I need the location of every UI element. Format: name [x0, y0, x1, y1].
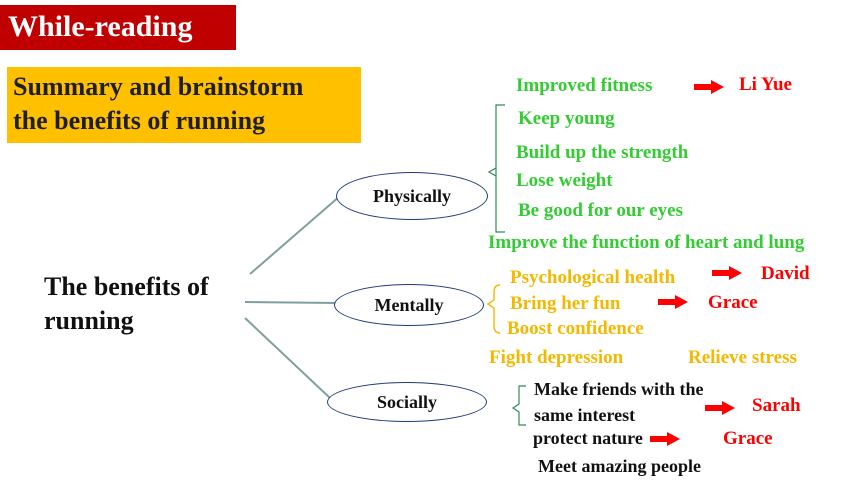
benefit-protect-nature: protect nature	[533, 428, 643, 448]
bracket-physical-tip	[487, 167, 497, 177]
header-title: While-reading	[8, 10, 193, 43]
connector-physically	[249, 195, 341, 275]
person-grace-fun: Grace	[708, 292, 758, 313]
benefit-good-eyes: Be good for our eyes	[518, 200, 684, 221]
summary-box: Summary and brainstorm the benefits of r…	[7, 67, 361, 143]
arrow-icon	[658, 295, 688, 309]
benefit-make-friends: Make friends with the same interest	[534, 376, 704, 428]
person-sarah: Sarah	[752, 395, 801, 416]
node-mentally-label: Mentally	[374, 294, 444, 315]
benefit-lose-weight: Lose weight	[516, 170, 613, 191]
bracket-social	[511, 385, 526, 426]
benefit-fight-depression: Fight depression	[489, 347, 624, 368]
arrow-icon	[705, 401, 735, 415]
benefit-boost-confidence: Boost confidence	[507, 318, 644, 339]
person-david: David	[761, 263, 810, 284]
summary-line-1: Summary and brainstorm	[13, 72, 304, 101]
center-line-1: The benefits of	[44, 272, 209, 301]
benefit-improved-fitness: Improved fitness	[516, 75, 653, 96]
person-li-yue: Li Yue	[739, 74, 792, 95]
summary-line-2: the benefits of running	[13, 106, 266, 135]
person-grace-nature: Grace	[723, 428, 773, 449]
summary-text: Summary and brainstorm the benefits of r…	[13, 70, 303, 138]
benefit-keep-young: Keep young	[518, 108, 615, 129]
arrow-icon	[712, 266, 742, 280]
node-socially: Socially	[327, 382, 487, 422]
benefit-heart-lung: Improve the function of heart and lung	[488, 232, 805, 253]
node-physically: Physically	[336, 172, 488, 220]
center-topic: The benefits of running	[44, 270, 209, 338]
benefit-build-strength: Build up the strength	[516, 142, 689, 163]
benefit-relieve-stress: Relieve stress	[688, 347, 797, 368]
center-line-2: running	[44, 306, 134, 335]
connector-mentally	[244, 301, 339, 304]
arrow-icon	[694, 80, 724, 94]
bracket-mental	[486, 284, 501, 334]
make-friends-line-2: same interest	[534, 405, 636, 425]
benefit-bring-fun: Bring her fun	[510, 293, 621, 314]
node-physically-label: Physically	[372, 185, 451, 206]
connector-socially	[244, 317, 331, 399]
arrow-icon	[650, 432, 680, 446]
header-banner: While-reading	[0, 5, 236, 50]
benefit-psychological-health: Psychological health	[510, 267, 676, 288]
bracket-physical	[495, 104, 505, 233]
node-mentally: Mentally	[334, 284, 484, 326]
benefit-meet-people: Meet amazing people	[538, 456, 701, 476]
node-socially-label: Socially	[376, 391, 437, 412]
make-friends-line-1: Make friends with the	[534, 379, 704, 399]
